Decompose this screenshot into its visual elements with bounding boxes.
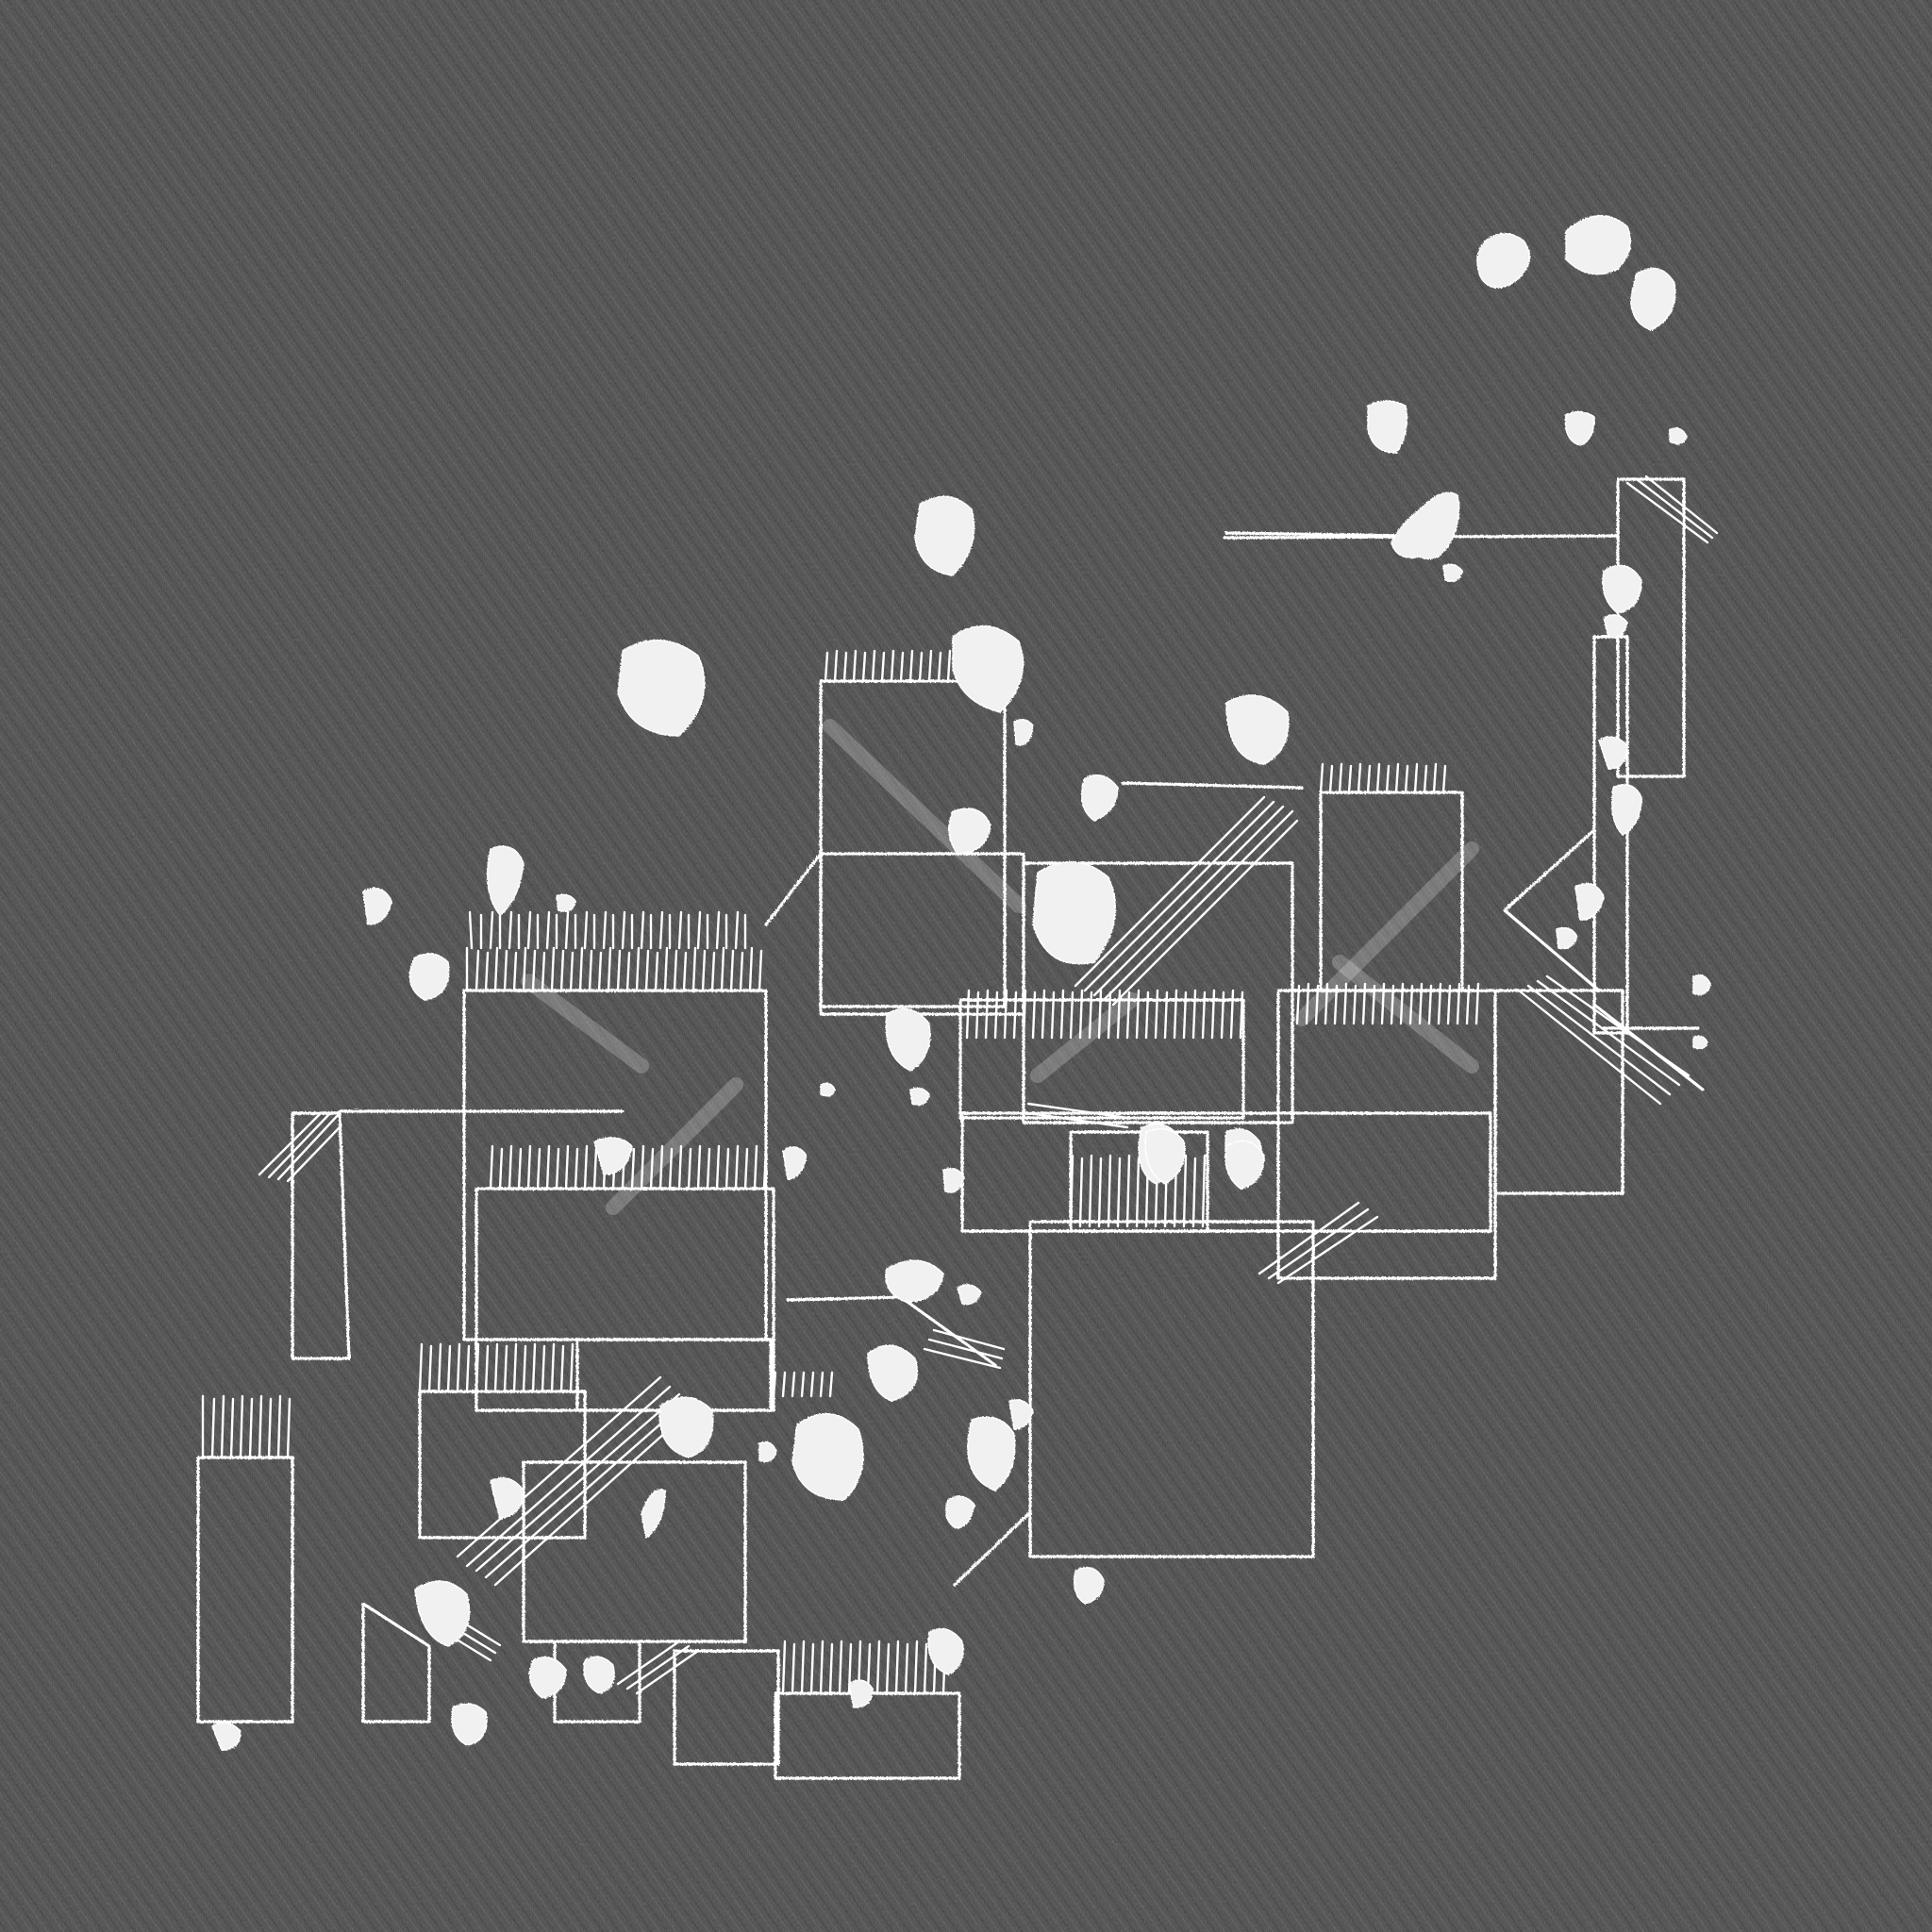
building-frames <box>196 477 1705 1780</box>
frame-far-left <box>196 1456 294 1724</box>
frame-link-left <box>764 852 823 926</box>
frame-center-band <box>958 998 1245 1120</box>
frame-small-left <box>361 1602 431 1724</box>
rock-blobs <box>211 214 1711 1751</box>
frame-center-tower <box>1028 1220 1315 1558</box>
frame-center-upper <box>1022 861 1294 1124</box>
hatch-fringes <box>201 649 1480 1695</box>
frame-bottom-diag <box>953 1512 1030 1587</box>
frame-right-edge <box>1493 989 1624 1195</box>
frame-top-center <box>819 679 1007 1008</box>
frame-bottom-block <box>673 1649 780 1766</box>
frame-center-wide <box>960 1111 1492 1233</box>
frame-top-beam <box>1121 781 1304 790</box>
frame-upper-line-2 <box>1224 531 1412 538</box>
diagonal-hatches <box>258 475 1719 1695</box>
frame-left-lower <box>418 1390 587 1540</box>
frame-right-chevron <box>1503 828 1601 992</box>
frame-center-small <box>1069 1130 1209 1233</box>
